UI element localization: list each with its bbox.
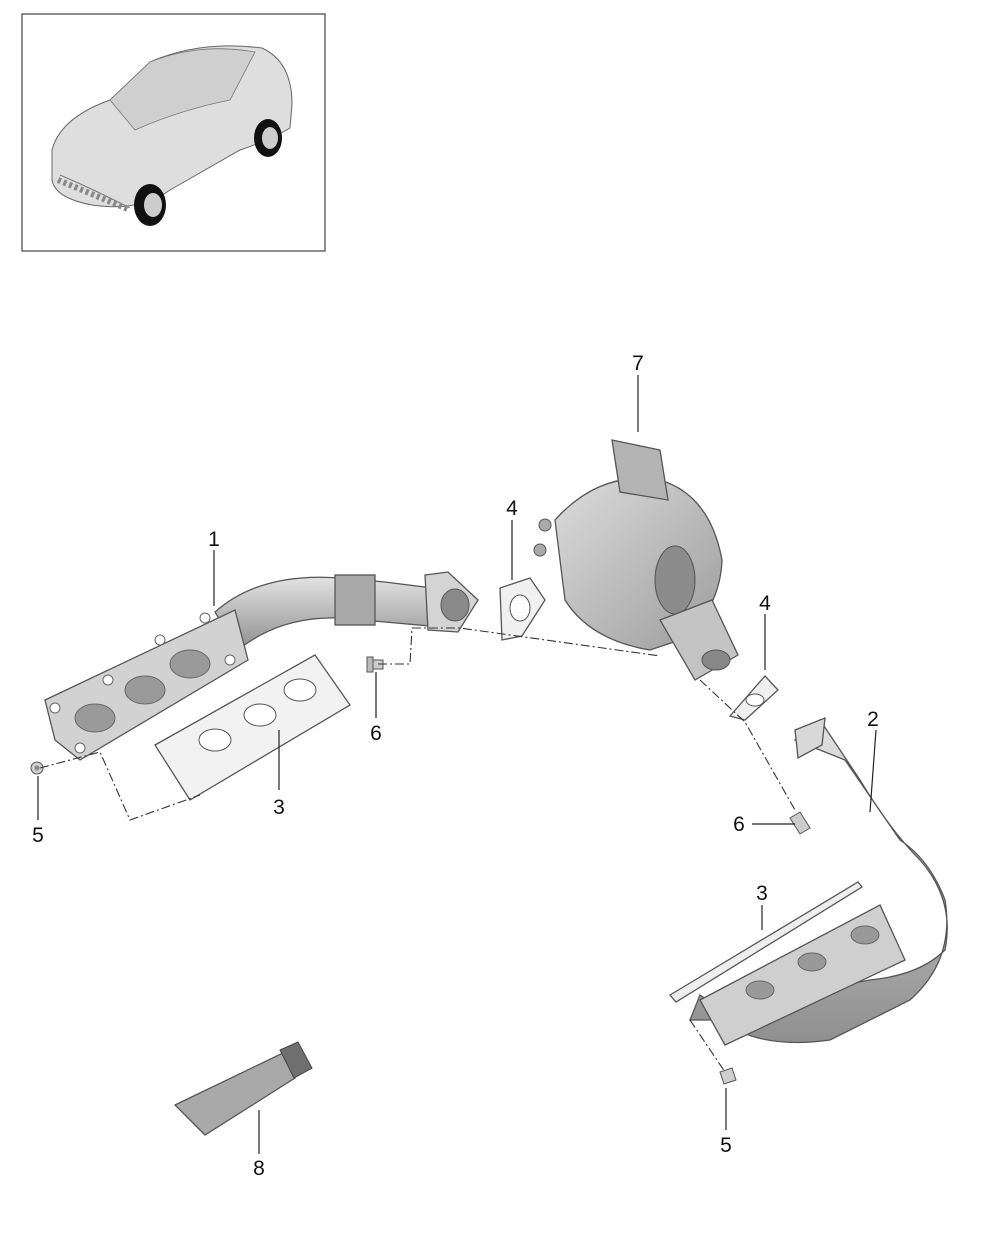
part-7-turbocharger — [533, 439, 739, 681]
callout-4-upper: 4 — [506, 497, 518, 520]
leader-lines — [37, 375, 877, 1154]
assembly-lines — [39, 627, 796, 1073]
callout-labels: 1 2 3 3 4 4 5 5 6 6 7 8 — [32, 352, 879, 1180]
callout-8: 8 — [253, 1157, 265, 1180]
part-8-sealant-tube — [173, 1041, 313, 1136]
callout-6-left: 6 — [370, 722, 382, 745]
part-4-gasket-upper — [499, 577, 546, 641]
callout-7: 7 — [632, 352, 644, 375]
callout-1: 1 — [208, 528, 220, 551]
callout-5-left: 5 — [32, 824, 44, 847]
part-2-exhaust-manifold — [689, 716, 948, 1046]
callout-2: 2 — [867, 708, 879, 731]
part-6-bolt-right — [789, 811, 811, 835]
part-3-gasket-left — [154, 654, 351, 801]
vehicle-thumbnail — [21, 13, 326, 252]
part-5-nut-right — [719, 1067, 737, 1085]
part-4-gasket-lower — [728, 675, 779, 721]
car-illustration — [51, 45, 293, 226]
part-1-exhaust-manifold — [44, 571, 479, 761]
callout-6-right: 6 — [733, 813, 745, 836]
part-5-nut-left — [30, 761, 44, 775]
callout-4-lower: 4 — [759, 592, 771, 615]
callout-3-right: 3 — [756, 882, 768, 905]
callout-3-left: 3 — [273, 796, 285, 819]
part-3-gasket-right — [669, 881, 863, 1003]
callout-5-right: 5 — [720, 1134, 732, 1157]
